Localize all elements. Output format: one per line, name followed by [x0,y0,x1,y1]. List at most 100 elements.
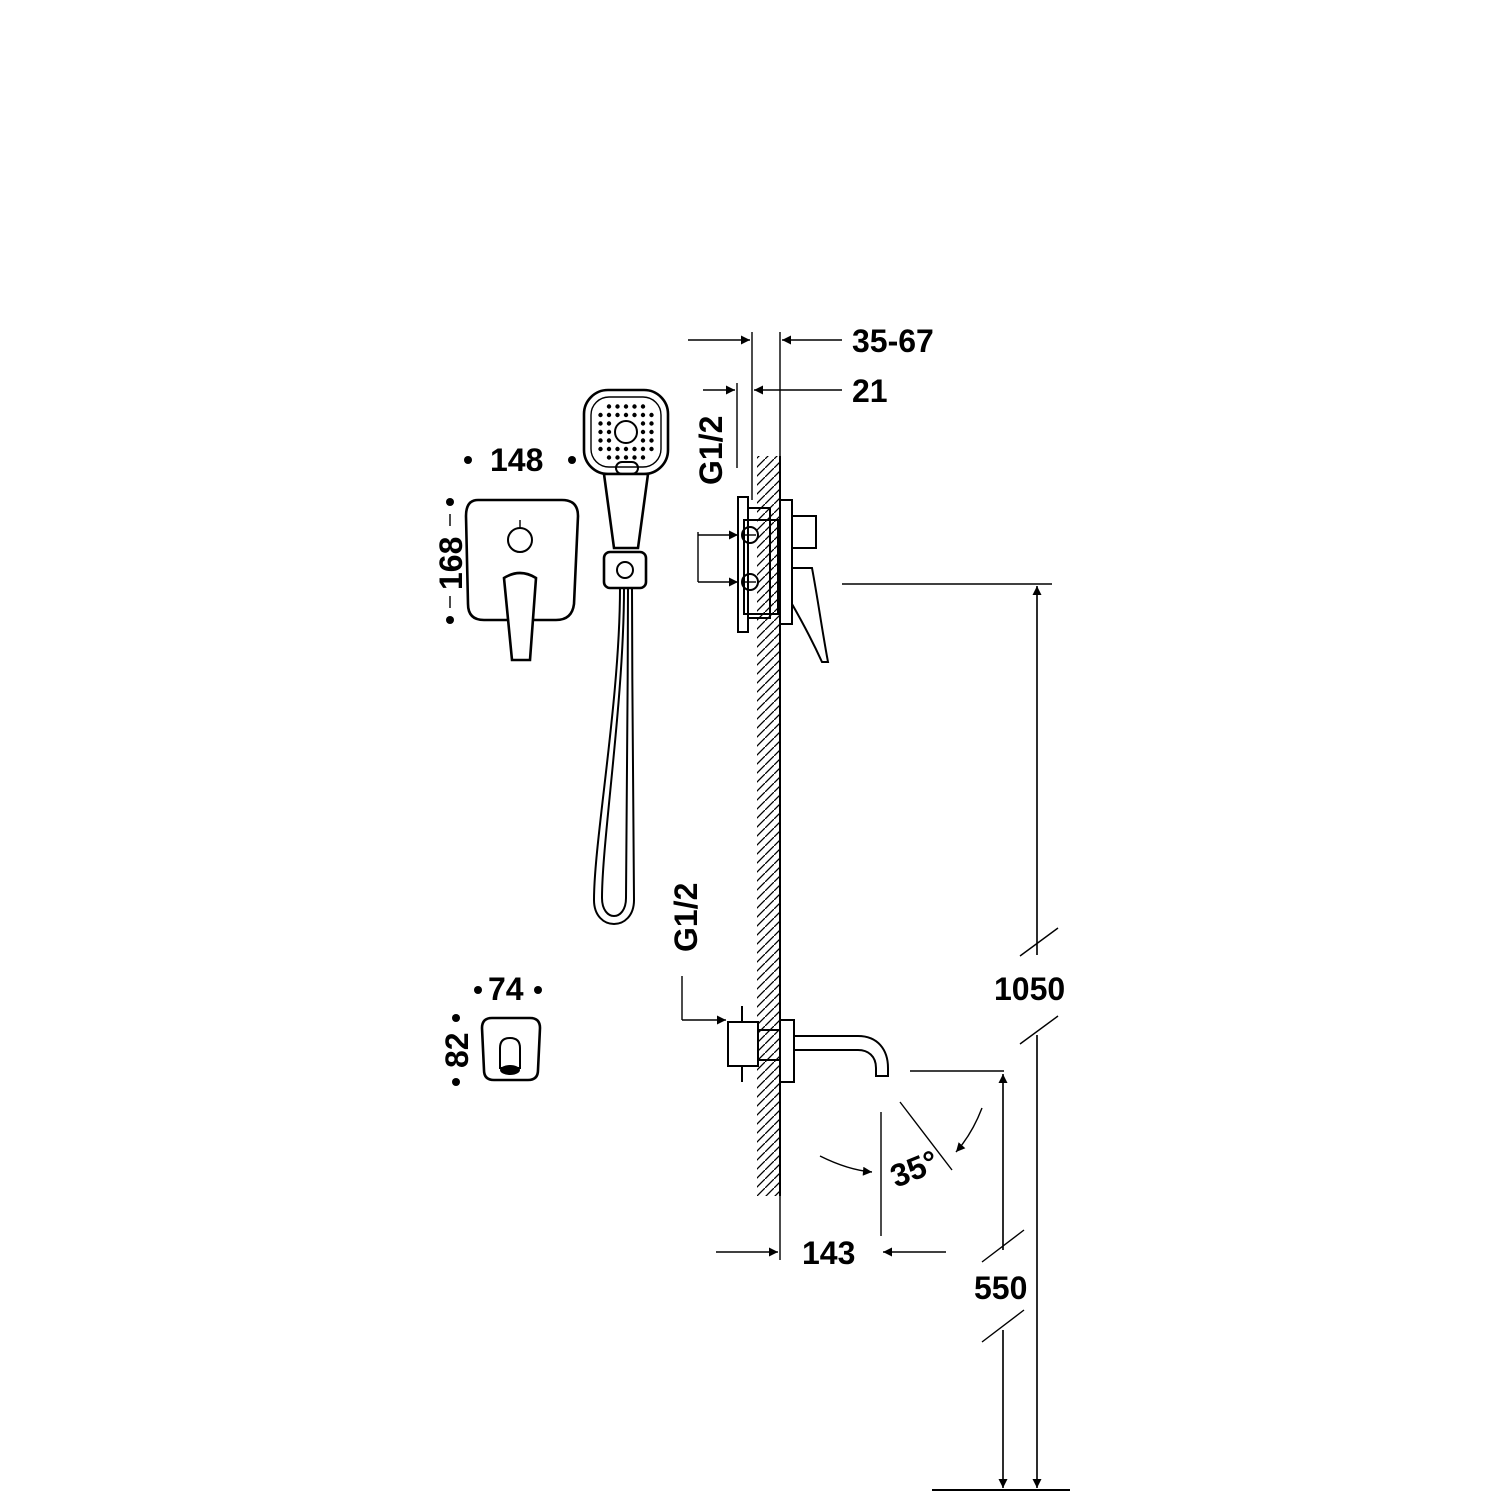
spout-plate-width-dot-left [474,986,482,994]
break-mark-550-lower [981,1309,1025,1343]
spout-outlet-front [499,1036,521,1069]
mixer-front-view [464,498,580,662]
break-mark-upper [1019,927,1059,957]
nozzle-dot [615,455,620,460]
nozzle-dot [649,429,654,435]
nozzle-dot [606,438,612,443]
nozzle-dot [606,412,612,418]
plate-width-dot-right [568,456,576,464]
nozzle-dot [598,438,603,443]
thread-top-label: G1/2 [693,416,729,485]
nozzle-dot [640,446,646,452]
nozzle-dot [623,412,629,418]
nozzle-dot [632,455,637,460]
spout-outlet-opening [500,1065,520,1075]
offset-dimension: 21 [703,373,888,468]
nozzle-dot [640,455,646,460]
shower-hose-inner [600,587,629,917]
depth-dimension: 35-67 [688,323,934,500]
nozzle-dot [606,455,612,460]
holder-pivot [616,561,634,579]
nozzle-dot [649,421,654,426]
nozzle-dot [615,446,620,452]
mixer-height-label: 1050 [994,971,1065,1007]
diverter-knob-side [791,515,817,549]
nozzle-dot [640,404,646,409]
angle-jet-line [899,1101,953,1171]
spout-height-label-bg [972,1250,1036,1330]
spout-angle-label: 35° [885,1143,943,1195]
nozzle-dot [598,446,603,452]
break-mark-550-upper [981,1229,1025,1263]
plate-height-dot-top [446,498,454,506]
break-mark-lower [1019,1015,1059,1045]
angle-arc-left [819,1155,873,1176]
valve-body-core [743,519,779,615]
lever-handle-side [791,567,830,663]
nozzle-dot [598,421,603,426]
nozzle-dot [623,404,629,409]
inlet-port-lower [741,573,759,591]
wall-section [757,456,781,1196]
nozzle-dot [615,412,620,418]
nozzle-dot [640,438,646,443]
thread-bottom-label: G1/2 [668,883,704,952]
angle-arc-right [955,1107,983,1153]
nozzle-dot [640,412,646,418]
spout-plate-width-dot-right [534,986,542,994]
plate-height-dot-bottom [446,616,454,624]
spout-angle-dimension: 35° [819,1101,983,1236]
spout-plate-height-dot-bottom [452,1078,460,1086]
cover-plate-side [779,499,793,625]
nozzle-dot [632,404,637,409]
spout-plate-height-dot-top [452,1014,460,1022]
nozzle-dot [606,421,612,426]
spout-arm [793,1035,889,1077]
lever-handle-front [502,571,538,662]
nozzle-dot [649,412,654,418]
plate-width-label: 148 [490,442,543,478]
spout-cover-plate [480,1016,542,1082]
shower-hose-outer [592,587,636,925]
nozzle-dot [640,421,646,426]
nozzle-dot [598,412,603,418]
nozzle-dot [632,412,637,418]
plate-height-dimension: 168 [433,498,469,624]
spout-plate-height-label: 82 [439,1032,475,1068]
nozzle-dot [606,429,612,435]
nozzle-dot [623,455,629,460]
spout-height-dimension: 550 [910,1070,1036,1488]
spout-side-view: G1/2 [668,883,889,1083]
hand-shower [582,388,670,925]
nozzle-dot [606,404,612,409]
nozzle-dot [649,438,654,443]
mixer-height-dimension: 1050 [842,583,1080,1488]
spout-plate-width-label: 74 [488,971,524,1007]
plate-height-label: 168 [433,537,469,590]
nozzle-dot [623,446,629,452]
wall-offset-label: 21 [852,373,888,409]
wall-hatching [757,456,780,1196]
nozzle-dot [615,404,620,409]
shower-holder-bracket [602,550,648,590]
cover-plate-front [464,498,580,622]
nozzle-dot [598,429,603,435]
plate-width-dimension: 148 [464,442,576,478]
mixer-height-label-bg [992,955,1080,1035]
spout-height-label: 550 [974,1270,1027,1306]
nozzle-dot [606,446,612,452]
plate-width-dot-left [464,456,472,464]
shower-handle [602,472,650,550]
spout-projection-dimension: 143 [716,1196,946,1271]
nozzle-dot [632,446,637,452]
valve-body [747,507,771,619]
nozzle-dot [640,429,646,435]
spray-selector-button [615,461,639,475]
spout-valve-body [727,1021,759,1067]
spout-projection-label: 143 [802,1235,855,1271]
shower-head-inner [590,396,662,468]
nozzle-dot [649,446,654,452]
mixer-side-view: G1/2 [693,416,830,663]
depth-range-label: 35-67 [852,323,934,359]
